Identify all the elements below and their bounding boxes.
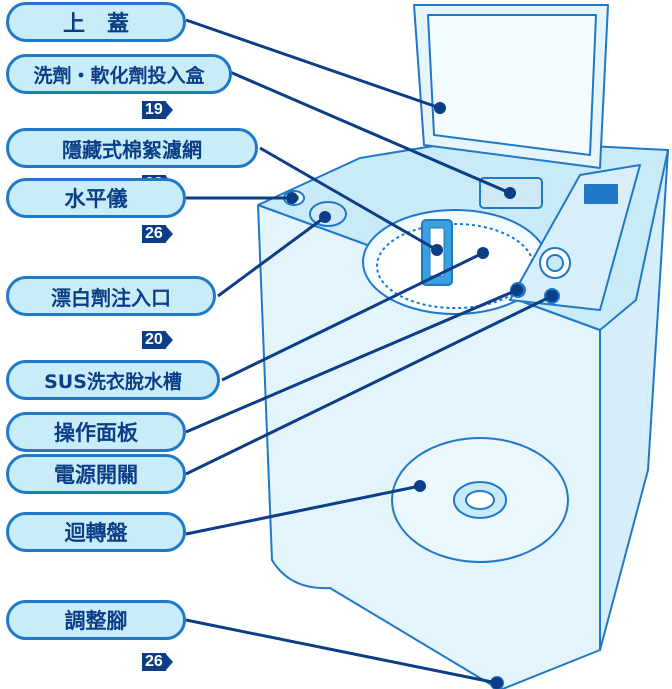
label-bleach-inlet: 漂白劑注入口 — [6, 276, 216, 316]
label-pulsator: 迴轉盤 — [6, 512, 186, 552]
label-power-switch: 電源開關 — [6, 454, 186, 494]
page-ref-adjust-foot: 26 — [142, 652, 188, 672]
label-lid: 上 蓋 — [6, 2, 186, 42]
label-lint-filter: 隱藏式棉絮濾網 — [6, 128, 258, 168]
page-ref-detergent-box: 19 — [142, 100, 188, 120]
label-adjust-foot: 調整腳 — [6, 600, 186, 640]
leader-lines — [185, 18, 553, 685]
label-spirit-level: 水平儀 — [6, 178, 186, 218]
leader-dots — [286, 102, 558, 689]
washing-machine-illustration — [257, 4, 669, 689]
label-stainless-tub: SUS洗衣脫水槽 — [6, 360, 220, 400]
label-control-panel: 操作面板 — [6, 412, 186, 452]
page-ref-bleach-inlet: 20 — [142, 330, 188, 350]
label-detergent-box: 洗劑・軟化劑投入盒 — [6, 54, 232, 94]
display — [584, 184, 618, 204]
page-ref-spirit-level: 26 — [142, 224, 188, 244]
